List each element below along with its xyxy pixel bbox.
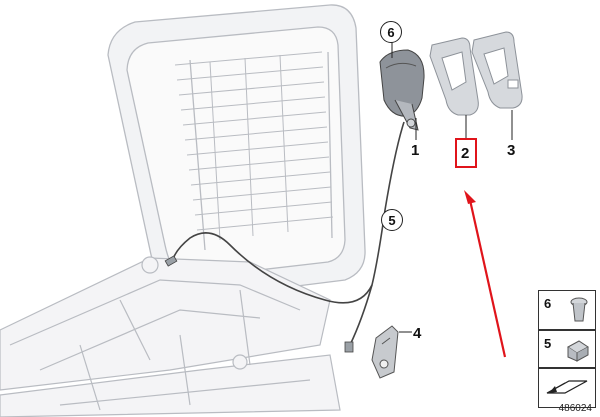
callout-part-4: 4	[413, 325, 422, 342]
release-handle-part	[379, 49, 425, 131]
seat-base-frame	[0, 256, 341, 417]
direction-arrow-icon	[546, 380, 588, 394]
seat-back-grid	[174, 51, 334, 241]
legend-item-6: 6	[538, 290, 596, 330]
callout-part-6-text: 6	[387, 24, 395, 40]
callout-part-5-text: 5	[388, 212, 396, 228]
leader-lines	[383, 40, 513, 333]
highlight-arrow	[464, 190, 507, 358]
trim-cover-part-2	[429, 37, 479, 116]
seat-back-frame	[107, 4, 366, 301]
legend-direction-panel	[538, 368, 596, 408]
callout-part-2: 2	[461, 145, 470, 162]
document-id: 486024	[558, 403, 592, 414]
clip-icon	[570, 297, 588, 322]
trim-cover-part-3	[471, 31, 523, 109]
callout-part-3: 3	[507, 142, 516, 159]
legend-item-5-number: 5	[544, 336, 552, 351]
legend-item-6-number: 6	[544, 296, 552, 311]
cable-clip-icon	[567, 340, 589, 362]
callout-part-1: 1	[411, 142, 420, 159]
bracket-part-4	[371, 325, 399, 379]
highlight-box-part-2	[455, 138, 477, 168]
legend-item-5: 5	[538, 330, 596, 368]
callout-part-6: 6	[380, 21, 402, 43]
callout-part-5: 5	[381, 209, 403, 231]
